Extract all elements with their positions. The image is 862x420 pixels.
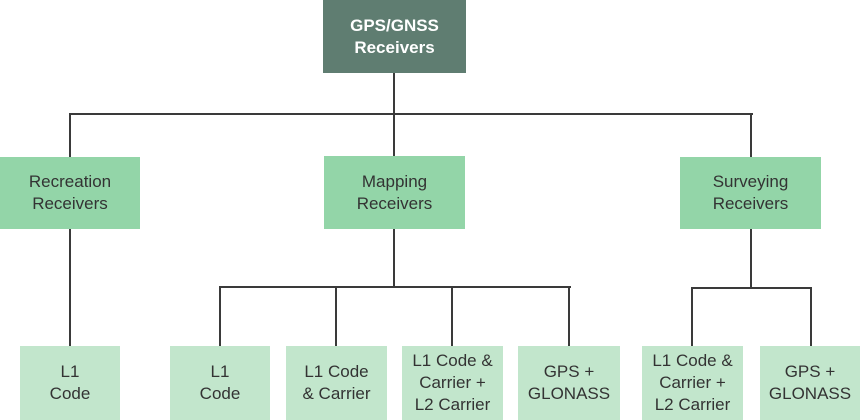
leaf-node-label: GPS + GLONASS bbox=[768, 362, 852, 403]
connector-mapping-child-4 bbox=[568, 286, 570, 346]
connector-top-horizontal bbox=[69, 113, 753, 115]
category-node-label: Recreation Receivers bbox=[28, 172, 112, 213]
leaf-node-label: L1 Code & Carrier + L2 Carrier bbox=[652, 351, 733, 414]
root-node-label: GPS/GNSS Receivers bbox=[350, 15, 439, 57]
leaf-node-surveying-gps-glonass: GPS + GLONASS bbox=[760, 346, 860, 420]
leaf-node-label: L1 Code bbox=[199, 362, 241, 403]
category-node-surveying: Surveying Receivers bbox=[680, 157, 821, 229]
leaf-node-label: L1 Code bbox=[49, 362, 91, 403]
leaf-node-recreation-l1-code: L1 Code bbox=[20, 346, 120, 420]
connector-to-mapping bbox=[393, 113, 395, 157]
leaf-node-label: GPS + GLONASS bbox=[527, 362, 611, 403]
connector-surveying-child-2 bbox=[810, 287, 812, 346]
connector-to-recreation bbox=[69, 113, 71, 157]
leaf-node-mapping-l1-code-carrier: L1 Code & Carrier bbox=[286, 346, 387, 420]
connector-surveying-child-1 bbox=[691, 287, 693, 346]
leaf-node-label: L1 Code & Carrier bbox=[302, 362, 371, 403]
connector-surveying-horizontal bbox=[691, 287, 812, 289]
category-node-mapping: Mapping Receivers bbox=[324, 156, 465, 229]
connector-recreation-down bbox=[69, 229, 71, 346]
category-node-label: Surveying Receivers bbox=[712, 172, 789, 213]
connector-mapping-child-3 bbox=[451, 286, 453, 346]
category-node-label: Mapping Receivers bbox=[356, 171, 433, 213]
leaf-node-mapping-l1-l2-carrier: L1 Code & Carrier + L2 Carrier bbox=[402, 346, 503, 420]
connector-surveying-down bbox=[750, 229, 752, 288]
connector-mapping-down bbox=[393, 229, 395, 287]
connector-to-surveying bbox=[750, 113, 752, 157]
connector-root-down bbox=[393, 73, 395, 115]
connector-mapping-horizontal bbox=[219, 286, 571, 288]
connector-mapping-child-1 bbox=[219, 286, 221, 346]
leaf-node-mapping-l1-code: L1 Code bbox=[170, 346, 270, 420]
leaf-node-label: L1 Code & Carrier + L2 Carrier bbox=[412, 351, 493, 414]
leaf-node-surveying-l1-l2-carrier: L1 Code & Carrier + L2 Carrier bbox=[642, 346, 743, 420]
connector-mapping-child-2 bbox=[335, 286, 337, 346]
root-node-gps-gnss-receivers: GPS/GNSS Receivers bbox=[323, 0, 466, 73]
category-node-recreation: Recreation Receivers bbox=[0, 157, 140, 229]
leaf-node-mapping-gps-glonass: GPS + GLONASS bbox=[518, 346, 620, 420]
